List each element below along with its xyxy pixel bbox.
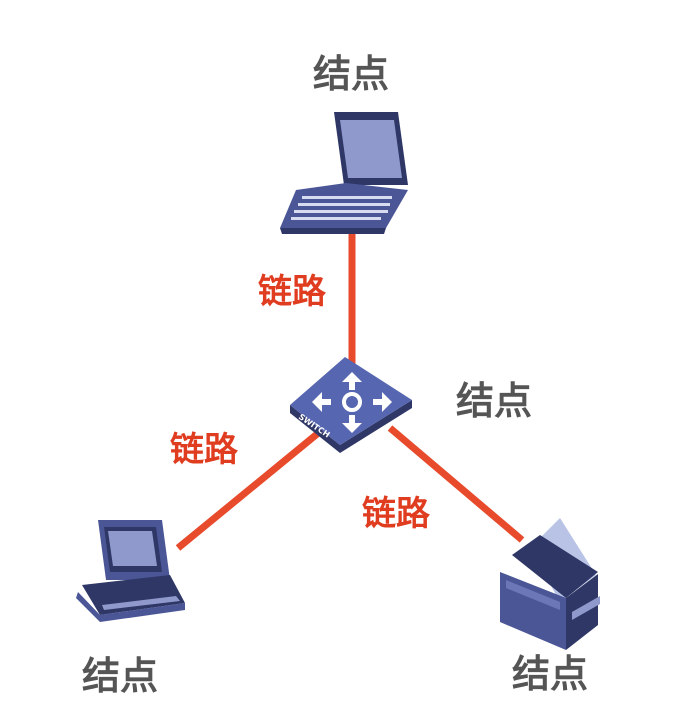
link-label-laptop-switch: 链路 — [258, 272, 326, 312]
node-label-desktop: 结点 — [82, 654, 159, 698]
desktop-computer-icon — [76, 520, 185, 622]
link-switch-printer — [387, 425, 525, 543]
laptop-icon — [280, 112, 408, 234]
node-label-switch: 结点 — [456, 379, 533, 423]
link-switch-desktop — [175, 427, 325, 551]
node-label-laptop: 结点 — [313, 52, 390, 96]
printer-icon — [500, 518, 600, 650]
link-label-switch-desktop: 链路 — [170, 430, 238, 470]
link-label-switch-printer: 链路 — [362, 494, 430, 534]
node-label-printer: 结点 — [512, 652, 589, 696]
